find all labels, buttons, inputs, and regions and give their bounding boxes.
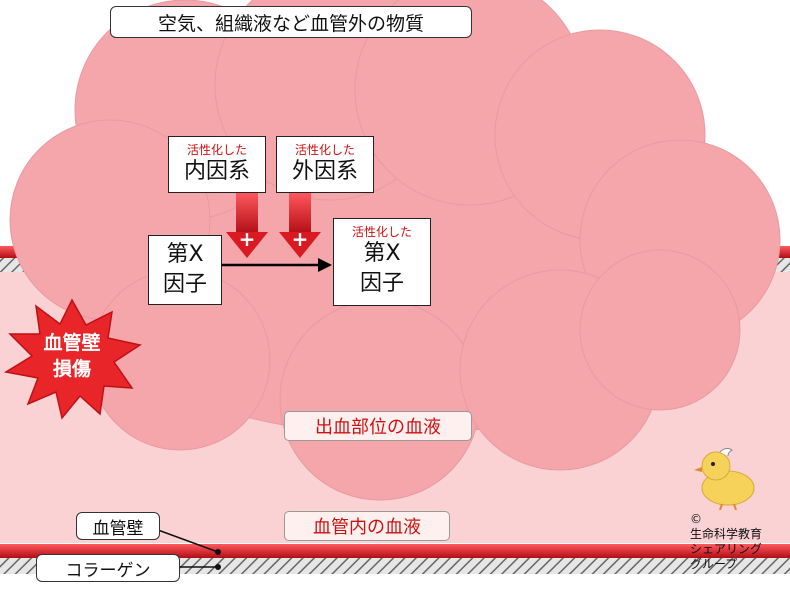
- activated-label: 活性化した: [294, 142, 355, 157]
- conversion-arrowhead: [318, 258, 332, 272]
- activated-extrinsic-box: 活性化した 外因系: [276, 136, 374, 193]
- vessel-damage-label: 血管壁 損傷: [22, 330, 122, 382]
- damage-burst-icon: [3, 298, 142, 420]
- copyright-notice: © 生命科学教育 シェアリング グループ: [690, 512, 790, 572]
- plus-sign-intrinsic: +: [238, 227, 256, 251]
- lower-wall: [0, 544, 790, 558]
- activated-factor-x-box: 活性化した 第X 因子: [333, 218, 431, 306]
- factor-x-line2: 因子: [359, 271, 404, 296]
- activation-arrow-intrinsic: [226, 192, 268, 258]
- extrinsic-label: 外因系: [291, 158, 358, 184]
- page-title: 空気、組織液など血管外の物質: [110, 6, 472, 38]
- plus-sign-extrinsic: +: [291, 227, 309, 251]
- bleeding-blood-label: 出血部位の血液: [284, 411, 472, 441]
- vessel-wall-label: 血管壁: [76, 512, 160, 540]
- activation-arrow-extrinsic: [279, 192, 321, 258]
- vessel-wall-pointer-dot: [215, 549, 221, 555]
- collagen-pointer-dot: [215, 564, 221, 570]
- chick-mascot-icon: [694, 447, 755, 510]
- copyright-symbol: ©: [690, 512, 702, 526]
- collagen-label: コラーゲン: [36, 554, 180, 582]
- activated-intrinsic-box: 活性化した 内因系: [168, 136, 266, 193]
- factor-x-line1: 第X: [166, 242, 204, 267]
- activated-label: 活性化した: [351, 225, 412, 239]
- copyright-line-1: 生命科学教育: [690, 527, 763, 541]
- activated-label: 活性化した: [186, 142, 247, 157]
- intravascular-blood-label: 血管内の血液: [284, 511, 450, 541]
- vessel-wall-pointer: [157, 529, 219, 553]
- vessel-damage-line2: 損傷: [52, 358, 91, 380]
- factor-x-box: 第X 因子: [148, 235, 222, 305]
- lower-collagen: [0, 558, 790, 574]
- factor-x-line1: 第X: [363, 241, 401, 266]
- copyright-line-3: グループ: [690, 557, 738, 571]
- factor-x-line2: 因子: [162, 272, 207, 297]
- intrinsic-label: 内因系: [183, 158, 250, 184]
- copyright-line-2: シェアリング: [690, 542, 763, 556]
- vessel-damage-line1: 血管壁: [43, 332, 101, 354]
